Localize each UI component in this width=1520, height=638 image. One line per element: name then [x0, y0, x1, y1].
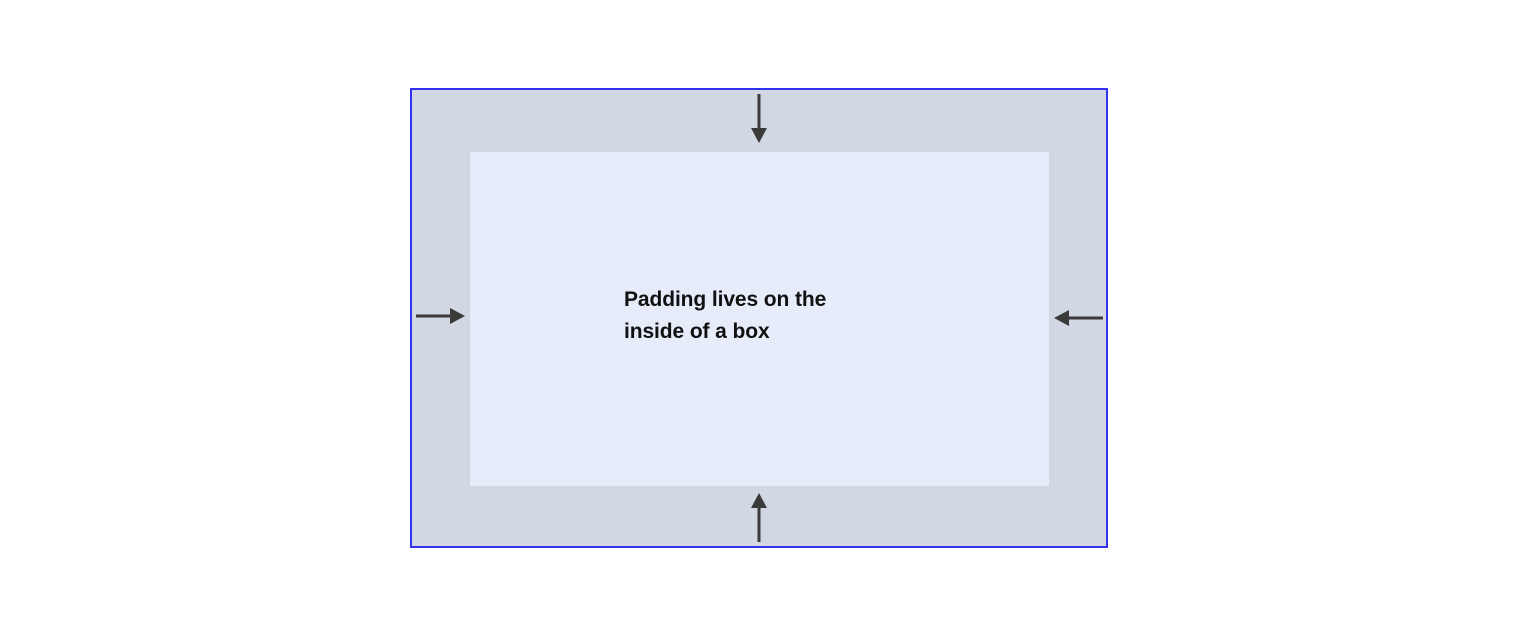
- content-region-box: [470, 152, 1049, 486]
- bottom-padding-arrow-icon: [751, 493, 767, 542]
- left-padding-arrow-icon: [416, 308, 465, 324]
- top-padding-arrow-icon: [751, 94, 767, 143]
- right-padding-arrow-icon: [1054, 310, 1103, 326]
- content-label-text: Padding lives on the inside of a box: [624, 288, 827, 343]
